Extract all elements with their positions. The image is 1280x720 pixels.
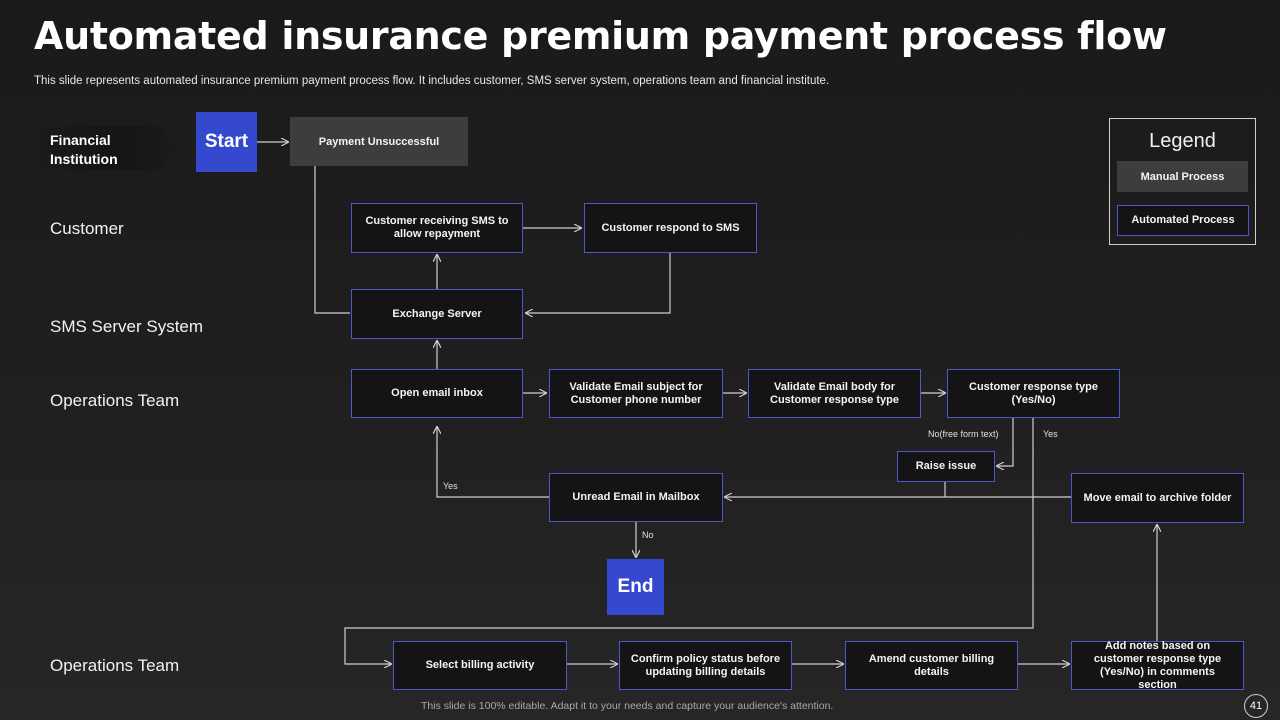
start-node: Start xyxy=(196,112,257,172)
node-move-email-archive: Move email to archive folder xyxy=(1071,473,1244,523)
page-number: 41 xyxy=(1244,694,1268,718)
end-node: End xyxy=(607,559,664,615)
lane-financial-institution: Financial Institution xyxy=(28,126,178,170)
lane-label: Financial Institution xyxy=(50,132,118,167)
node-validate-body: Validate Email body for Customer respons… xyxy=(748,369,921,418)
node-payment-unsuccessful: Payment Unsuccessful xyxy=(290,117,468,166)
legend-title: Legend xyxy=(1149,130,1216,152)
legend-automated-process: Automated Process xyxy=(1117,205,1249,236)
edge-label-no-end: No xyxy=(642,530,654,540)
node-validate-subject: Validate Email subject for Customer phon… xyxy=(549,369,723,418)
node-confirm-policy: Confirm policy status before updating bi… xyxy=(619,641,792,690)
lane-operations-team-2: Operations Team xyxy=(50,656,180,675)
node-customer-response-type: Customer response type (Yes/No) xyxy=(947,369,1120,418)
legend: Legend Manual Process Automated Process xyxy=(1109,118,1256,245)
edge-payment-exchange xyxy=(314,166,350,314)
lane-sms-server: SMS Server System xyxy=(50,317,204,336)
lane-operations-team: Operations Team xyxy=(50,391,180,410)
legend-manual-process: Manual Process xyxy=(1117,161,1248,192)
edge-unread-inbox xyxy=(437,427,549,498)
node-amend-billing: Amend customer billing details xyxy=(845,641,1018,690)
node-add-notes: Add notes based on customer response typ… xyxy=(1071,640,1244,691)
edge-responsetype-billing xyxy=(344,417,1034,664)
node-open-email-inbox: Open email inbox xyxy=(351,369,523,418)
footer-note: This slide is 100% editable. Adapt it to… xyxy=(421,700,834,712)
edge-respond-exchange xyxy=(526,253,671,313)
edge-label-no-free-form: No(free form text) xyxy=(928,429,999,439)
node-customer-receiving-sms: Customer receiving SMS to allow repaymen… xyxy=(351,203,523,253)
slide-title: Automated insurance premium payment proc… xyxy=(34,14,1167,58)
node-raise-issue: Raise issue xyxy=(897,451,995,482)
edge-label-yes-right: Yes xyxy=(1043,429,1058,439)
node-customer-respond-sms: Customer respond to SMS xyxy=(584,203,757,253)
lane-customer: Customer xyxy=(50,219,124,238)
node-select-billing: Select billing activity xyxy=(393,641,567,690)
slide-subtitle: This slide represents automated insuranc… xyxy=(34,75,830,87)
edge-responsetype-raise xyxy=(997,417,1014,466)
edge-label-yes-left: Yes xyxy=(443,481,458,491)
node-exchange-server: Exchange Server xyxy=(351,289,523,339)
node-unread-email: Unread Email in Mailbox xyxy=(549,473,723,522)
